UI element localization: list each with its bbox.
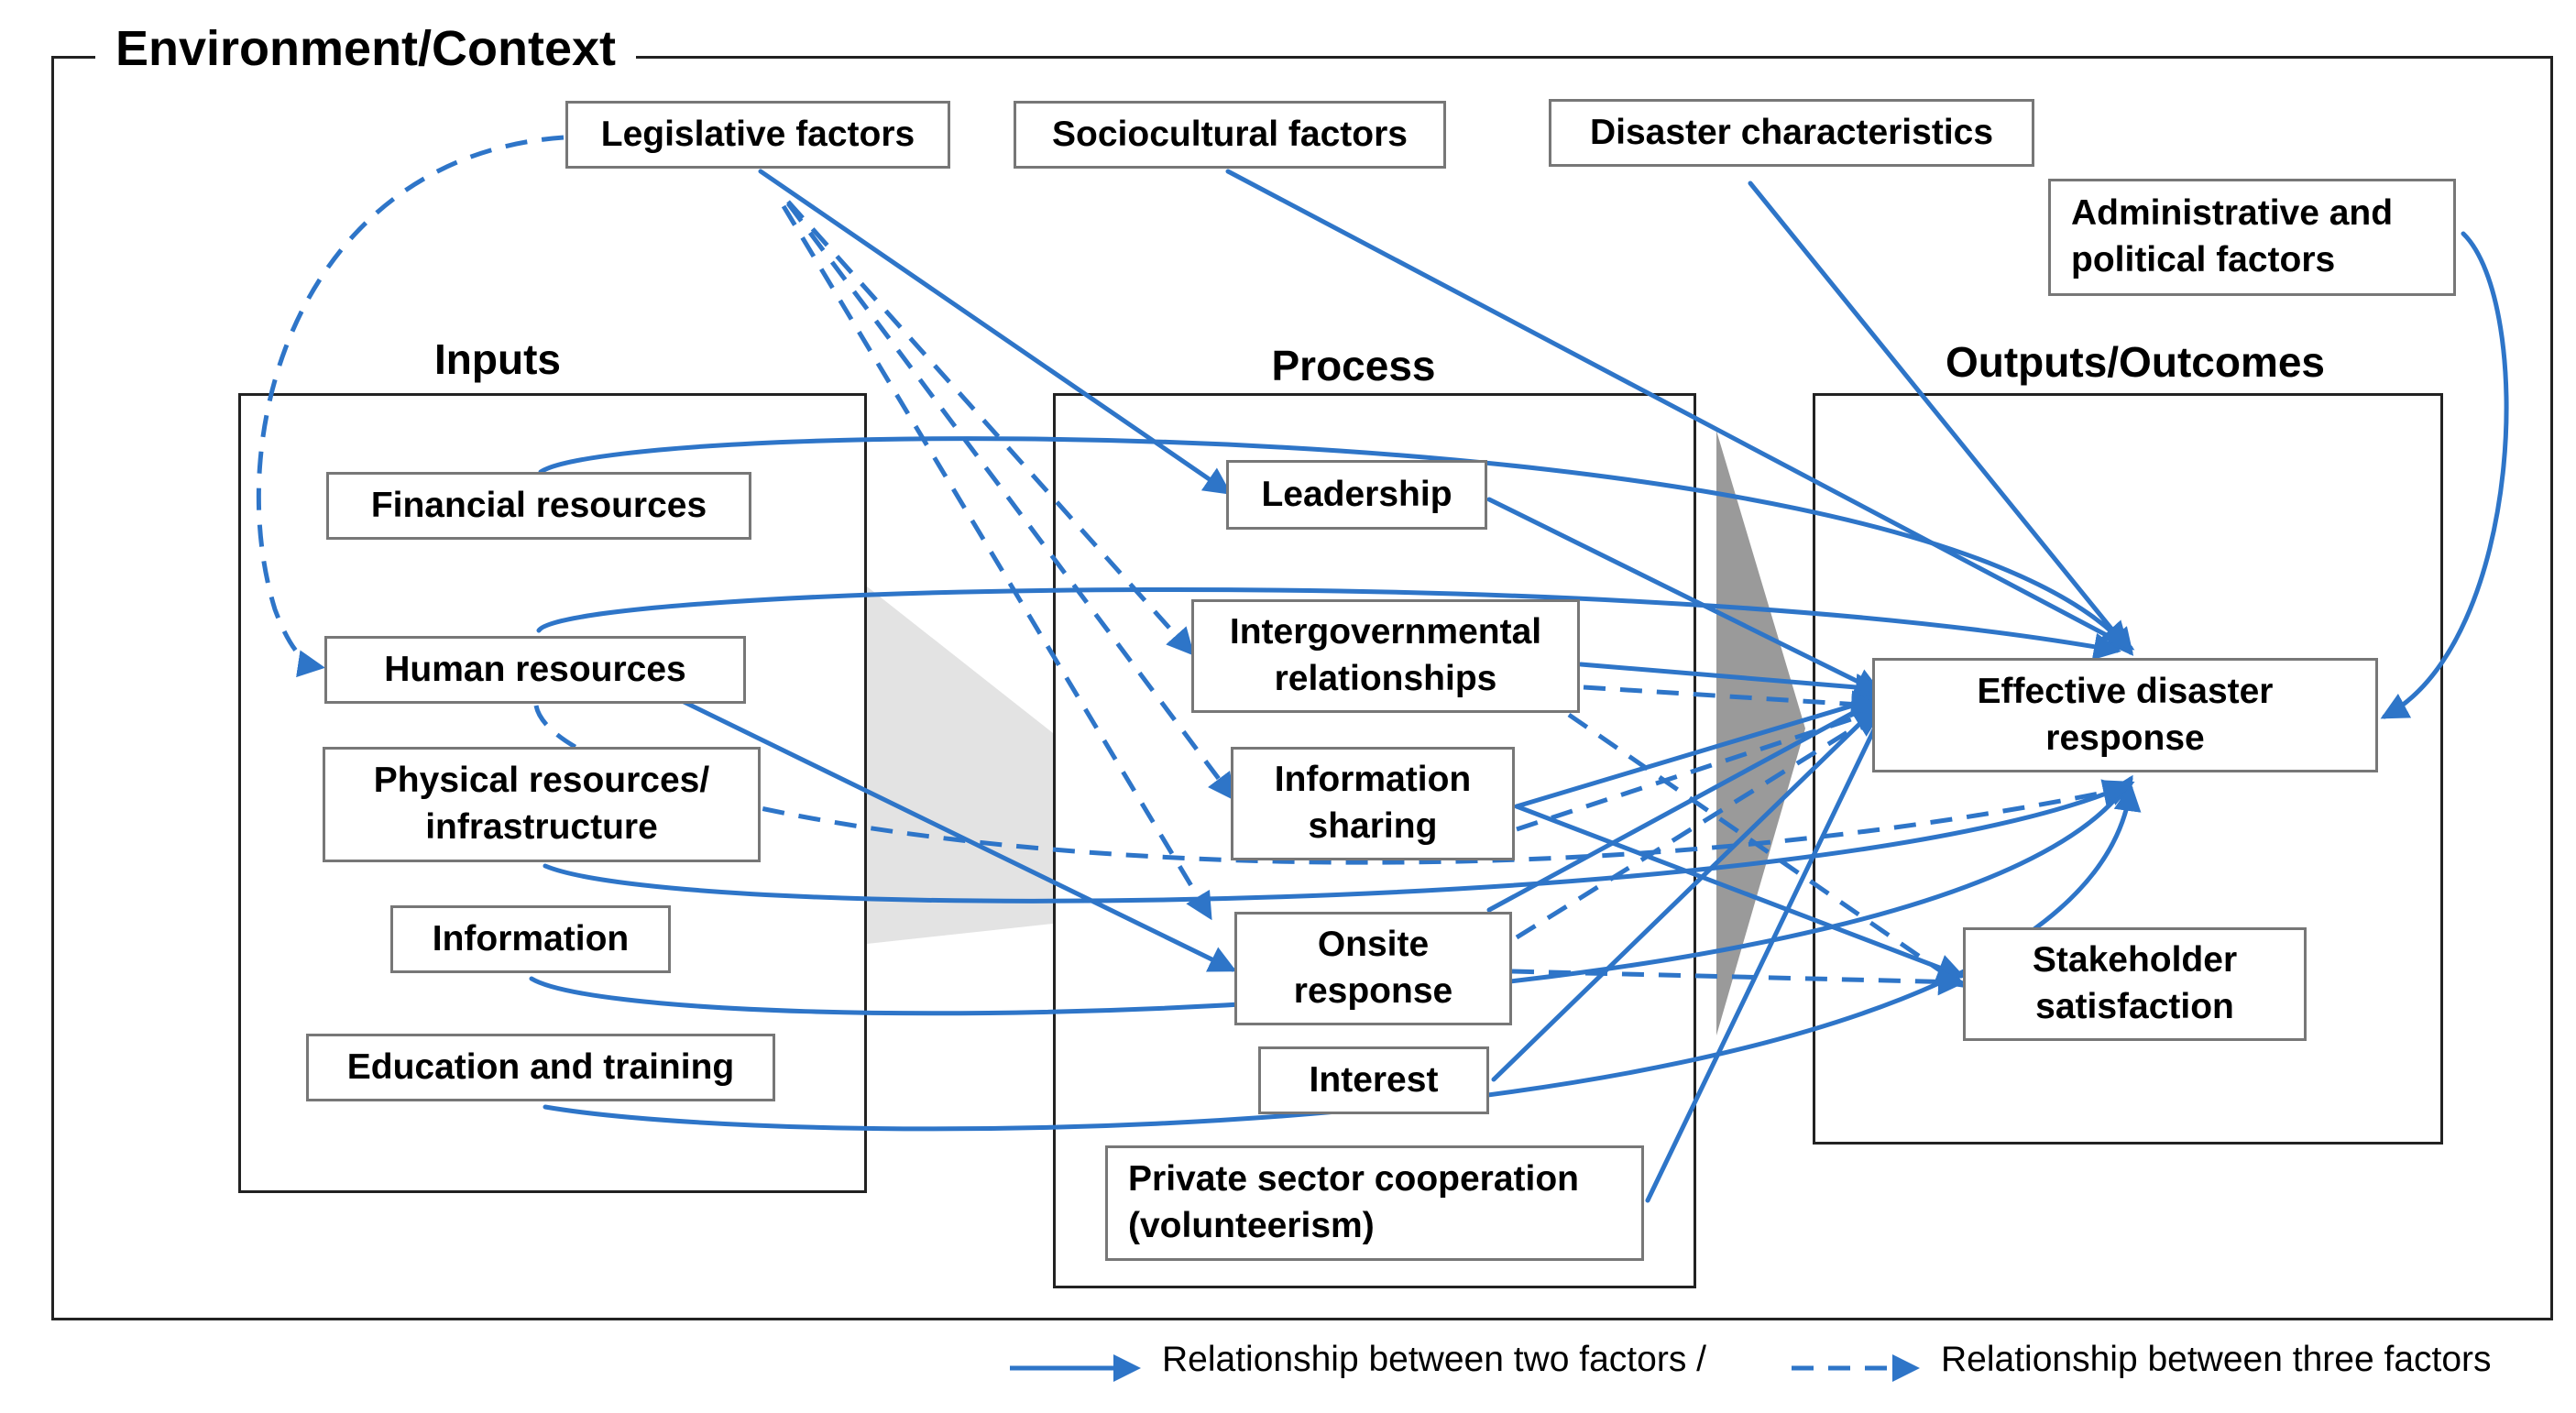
- legislative-factors-box: Legislative factors: [565, 101, 950, 169]
- sociocultural-factors-box: Sociocultural factors: [1014, 101, 1446, 169]
- onsite-response-box: Onsite response: [1234, 912, 1512, 1025]
- link-infosharing-effective-dashed: [1516, 704, 1883, 832]
- link-human-onsite: [666, 692, 1237, 972]
- link-legislative-leadership: [758, 169, 1233, 495]
- link-infosharing-stakeholder: [1514, 804, 1966, 981]
- leadership-box: Leadership: [1226, 460, 1487, 530]
- legend-solid-label: Relationship between two factors /: [1162, 1340, 1706, 1379]
- link-legislative-human-dashed: [256, 135, 565, 678]
- stakeholder-satisfaction-box: Stakeholder satisfaction: [1963, 927, 2307, 1041]
- education-training-box: Education and training: [306, 1034, 775, 1101]
- outputs-title: Outputs/Outcomes: [1945, 338, 2326, 386]
- process-group: [1053, 393, 1696, 1288]
- link-intergovernmental-stakeholder-dashed: [1567, 712, 1966, 988]
- environment-frame: [51, 56, 2553, 1320]
- inputs-to-process-funnel: [867, 586, 1053, 944]
- information-box: Information: [390, 905, 671, 973]
- disaster-characteristics-box: Disaster characteristics: [1549, 99, 2034, 167]
- intergovernmental-relationships-box: Intergovernmental relationships: [1191, 599, 1580, 713]
- inputs-group: [238, 393, 867, 1193]
- link-intergovernmental-effective: [1578, 662, 1883, 701]
- private-sector-cooperation-box: Private sector cooperation (volunteerism…: [1105, 1145, 1644, 1261]
- human-resources-box: Human resources: [324, 636, 746, 704]
- effective-disaster-response-box: Effective disaster response: [1872, 658, 2378, 772]
- legend-dashed-label: Relationship between three factors: [1941, 1340, 2492, 1379]
- link-interest-effective: [1491, 697, 1887, 1082]
- link-intergovernmental-effective-dashed: [1583, 685, 1879, 718]
- link-legislative-infosharing-dashed: [785, 202, 1235, 802]
- link-private-effective: [1645, 696, 1891, 1203]
- physical-resources-box: Physical resources/ infrastructure: [323, 747, 761, 862]
- link-human-effective: [536, 586, 2121, 661]
- link-physical-effective: [543, 780, 2135, 904]
- link-disaster-effective: [1748, 181, 2134, 656]
- link-onsite-stakeholder-dashed: [1511, 968, 1966, 996]
- link-financial-effective: [538, 436, 2130, 650]
- link-legislative-intergovernmental-dashed: [786, 200, 1195, 656]
- link-leadership-effective: [1486, 497, 1883, 695]
- link-infosharing-effective: [1514, 689, 1888, 809]
- information-sharing-box: Information sharing: [1231, 747, 1515, 860]
- link-sociocultural-effective: [1225, 169, 2135, 651]
- inputs-title: Inputs: [434, 335, 561, 383]
- financial-resources-box: Financial resources: [326, 472, 751, 540]
- administrative-political-box: Administrative and political factors: [2048, 179, 2456, 296]
- link-administrative-effective: [2380, 231, 2509, 719]
- link-onsite-effective: [1486, 694, 1888, 913]
- process-title: Process: [1271, 342, 1436, 389]
- link-legislative-onsite-dashed: [781, 204, 1212, 921]
- interest-box: Interest: [1258, 1046, 1489, 1114]
- environment-title: Environment/Context: [95, 20, 637, 77]
